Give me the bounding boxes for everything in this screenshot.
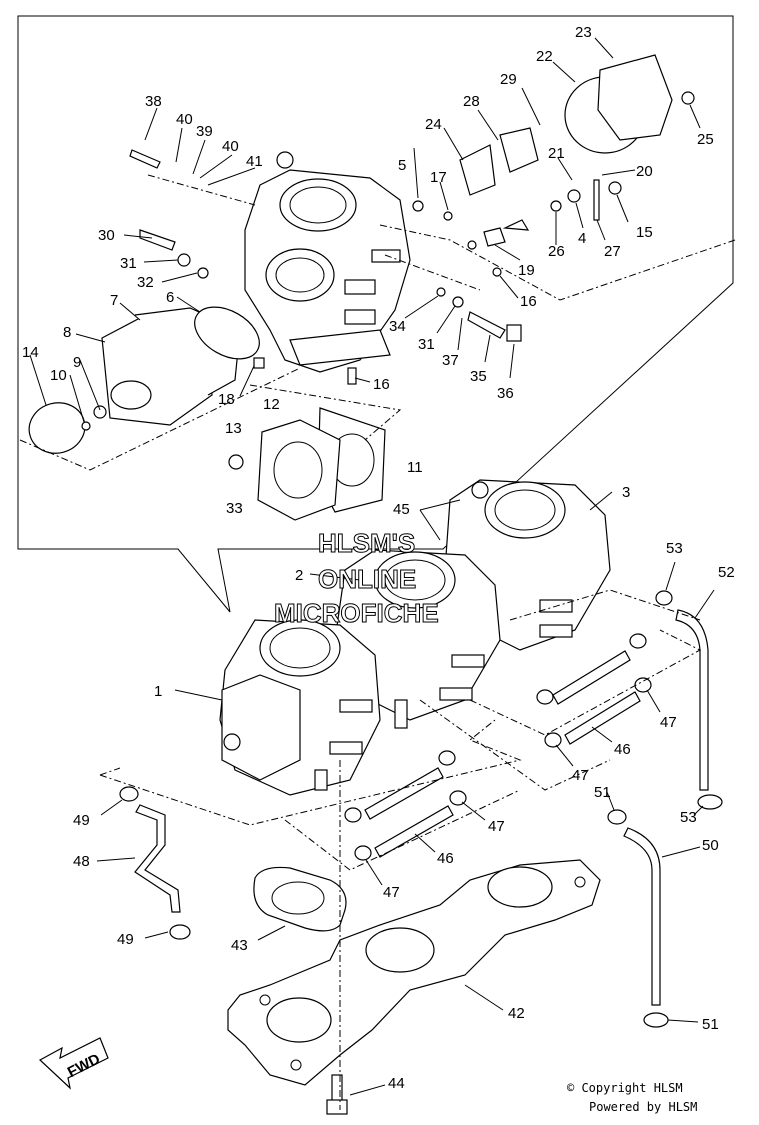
callout-6: 6 [166,289,174,306]
callout-16a: 16 [373,376,390,393]
callout-31b: 31 [418,336,435,353]
callout-31a: 31 [120,255,137,272]
watermark: HLSM'S ONLINE MICROFICHE [274,528,440,629]
callout-29: 29 [500,71,517,88]
callout-7: 7 [110,292,118,309]
callout-35: 35 [470,368,487,385]
copyright-line2: Powered by HLSM [589,1100,697,1114]
callout-41: 41 [246,153,263,170]
callout-17: 17 [430,169,447,186]
callout-51b: 51 [702,1016,719,1033]
callout-21: 21 [548,145,565,162]
alignment-lines-lower [99,589,702,1110]
callout-1: 1 [154,683,162,700]
gasket-43 [253,866,347,932]
watermark-line3: MICROFICHE [274,598,439,628]
callout-12: 12 [263,396,280,413]
callout-47b: 47 [572,767,589,784]
gasket-group [228,407,386,521]
watermark-line2: ONLINE [318,564,416,594]
callout-42: 42 [508,1005,525,1022]
callout-40a: 40 [176,111,193,128]
main-carburetor-assembly [219,479,611,796]
hose-clamps [119,590,723,1028]
callout-13: 13 [225,420,242,437]
callout-47a: 47 [660,714,677,731]
callout-24: 24 [425,116,442,133]
intake-manifold [227,859,601,1086]
callout-18: 18 [218,391,235,408]
callout-25: 25 [697,131,714,148]
callout-37: 37 [442,352,459,369]
callout-50: 50 [702,837,719,854]
callout-43: 43 [231,937,248,954]
callout-38: 38 [145,93,162,110]
callout-10: 10 [50,367,67,384]
callout-27: 27 [604,243,621,260]
callout-labels: 38 40 39 40 41 30 31 32 7 6 8 14 9 10 18… [22,24,735,1092]
callout-20: 20 [636,163,653,180]
callout-49b: 49 [117,931,134,948]
callout-47c: 47 [488,818,505,835]
callout-39: 39 [196,123,213,140]
callout-53b: 53 [680,809,697,826]
callout-26: 26 [548,243,565,260]
callout-15: 15 [636,224,653,241]
leader-lines-lower [96,491,715,1096]
hoses [134,609,709,1006]
callout-45: 45 [393,501,410,518]
callout-5: 5 [398,157,406,174]
fwd-arrow: FWD [38,1037,109,1090]
callout-30: 30 [98,227,115,244]
callout-46b: 46 [437,850,454,867]
callout-28: 28 [463,93,480,110]
callout-14: 14 [22,344,39,361]
callout-23: 23 [575,24,592,41]
small-parts-upper [129,54,695,385]
callout-8: 8 [63,324,71,341]
callout-32: 32 [137,274,154,291]
callout-48: 48 [73,853,90,870]
callout-52: 52 [718,564,735,581]
callout-47d: 47 [383,884,400,901]
copyright-line1: © Copyright HLSM [567,1081,683,1095]
callout-4: 4 [578,230,586,247]
callout-3: 3 [622,484,630,501]
callout-9: 9 [73,354,81,371]
detail-carburetor [244,151,411,373]
callout-49a: 49 [73,812,90,829]
bolt-44 [326,1074,348,1115]
callout-36: 36 [497,385,514,402]
callout-22: 22 [536,48,553,65]
callout-51a: 51 [594,784,611,801]
callout-11: 11 [407,459,423,476]
callout-40b: 40 [222,138,239,155]
alignment-lines-upper [19,174,736,471]
callout-2: 2 [295,567,303,584]
detail-frame [17,15,734,613]
callout-33: 33 [226,500,243,517]
callout-16b: 16 [520,293,537,310]
callout-34: 34 [389,318,406,335]
callout-46a: 46 [614,741,631,758]
watermark-line1: HLSM'S [318,528,415,558]
callout-19: 19 [518,262,535,279]
leader-lines-upper [29,37,701,423]
copyright-block: © Copyright HLSM Powered by HLSM [567,1081,697,1114]
callout-53a: 53 [666,540,683,557]
callout-44: 44 [388,1075,405,1092]
